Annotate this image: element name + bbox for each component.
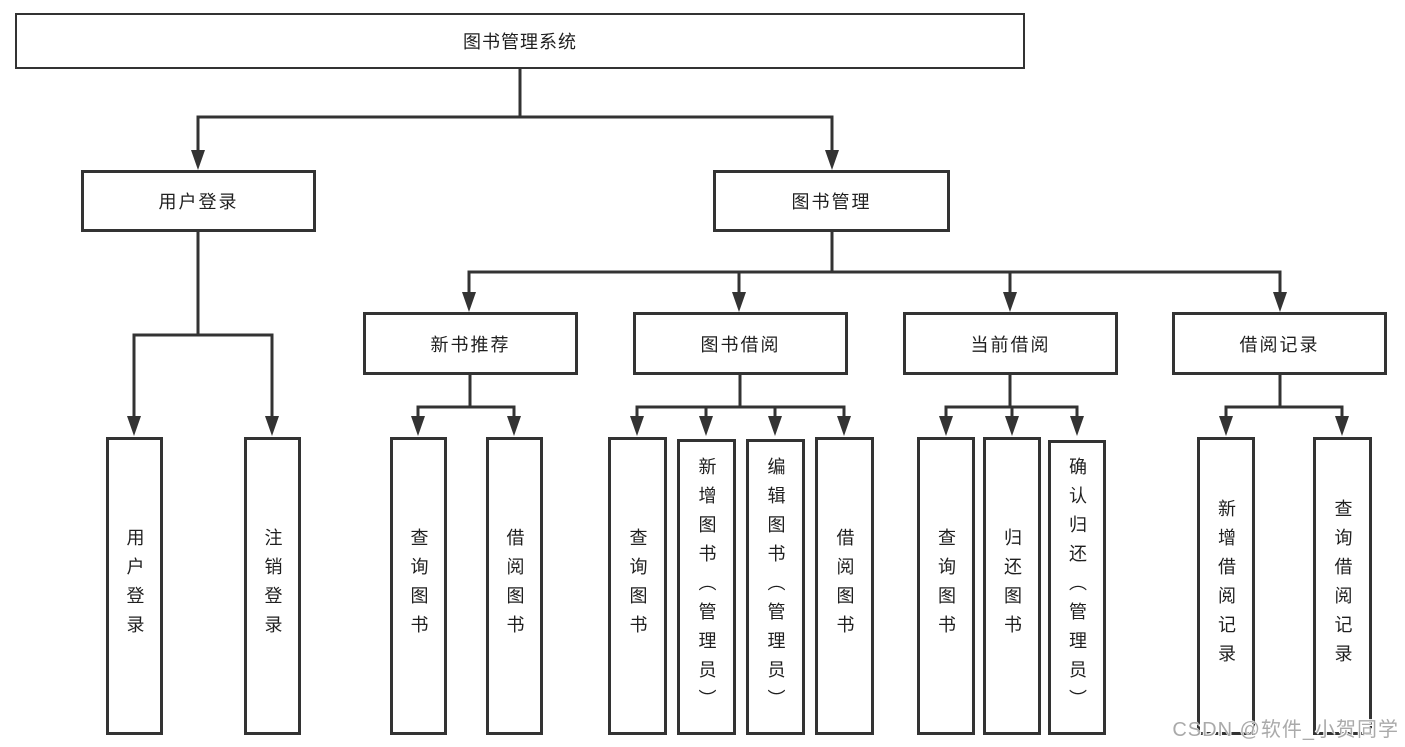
node-root: 图书管理系统 (15, 13, 1025, 69)
node-label: 查询图书 (627, 528, 648, 644)
node-label: 编辑图书（管理员） (765, 456, 786, 718)
node-label: 查询借阅记录 (1332, 499, 1353, 673)
node-label: 借阅图书 (504, 528, 525, 644)
node-confirm-return-admin: 确认归还（管理员） (1048, 440, 1106, 735)
node-label: 查询图书 (408, 528, 429, 644)
node-borrow-records: 借阅记录 (1172, 312, 1387, 375)
node-query-books-borrow: 查询图书 (608, 437, 667, 735)
watermark: CSDN @软件_小贺同学 (1172, 719, 1399, 741)
node-logout: 注销登录 (244, 437, 301, 735)
node-add-borrow-record: 新增借阅记录 (1197, 437, 1255, 735)
node-new-book-recommend: 新书推荐 (363, 312, 578, 375)
node-return-books: 归还图书 (983, 437, 1041, 735)
node-edit-book-admin: 编辑图书（管理员） (746, 439, 805, 735)
node-label: 借阅图书 (834, 528, 855, 644)
node-borrow-books-recommend: 借阅图书 (486, 437, 543, 735)
node-label: 用户登录 (124, 528, 145, 644)
node-label: 注销登录 (262, 528, 283, 644)
node-label: 新增借阅记录 (1216, 499, 1236, 673)
node-borrow-books-leaf: 借阅图书 (815, 437, 874, 735)
node-query-books-current: 查询图书 (917, 437, 975, 735)
node-label: 确认归还（管理员） (1067, 457, 1087, 718)
node-query-books-recommend: 查询图书 (390, 437, 447, 735)
node-book-management: 图书管理 (713, 170, 950, 232)
node-user-login-leaf: 用户登录 (106, 437, 163, 735)
node-user-login: 用户登录 (81, 170, 316, 232)
node-book-borrow: 图书借阅 (633, 312, 848, 375)
node-query-borrow-record: 查询借阅记录 (1313, 437, 1372, 735)
node-current-borrow: 当前借阅 (903, 312, 1118, 375)
node-add-book-admin: 新增图书（管理员） (677, 439, 736, 735)
node-label: 查询图书 (936, 528, 956, 644)
node-label: 新增图书（管理员） (696, 456, 717, 718)
node-label: 归还图书 (1002, 528, 1022, 644)
